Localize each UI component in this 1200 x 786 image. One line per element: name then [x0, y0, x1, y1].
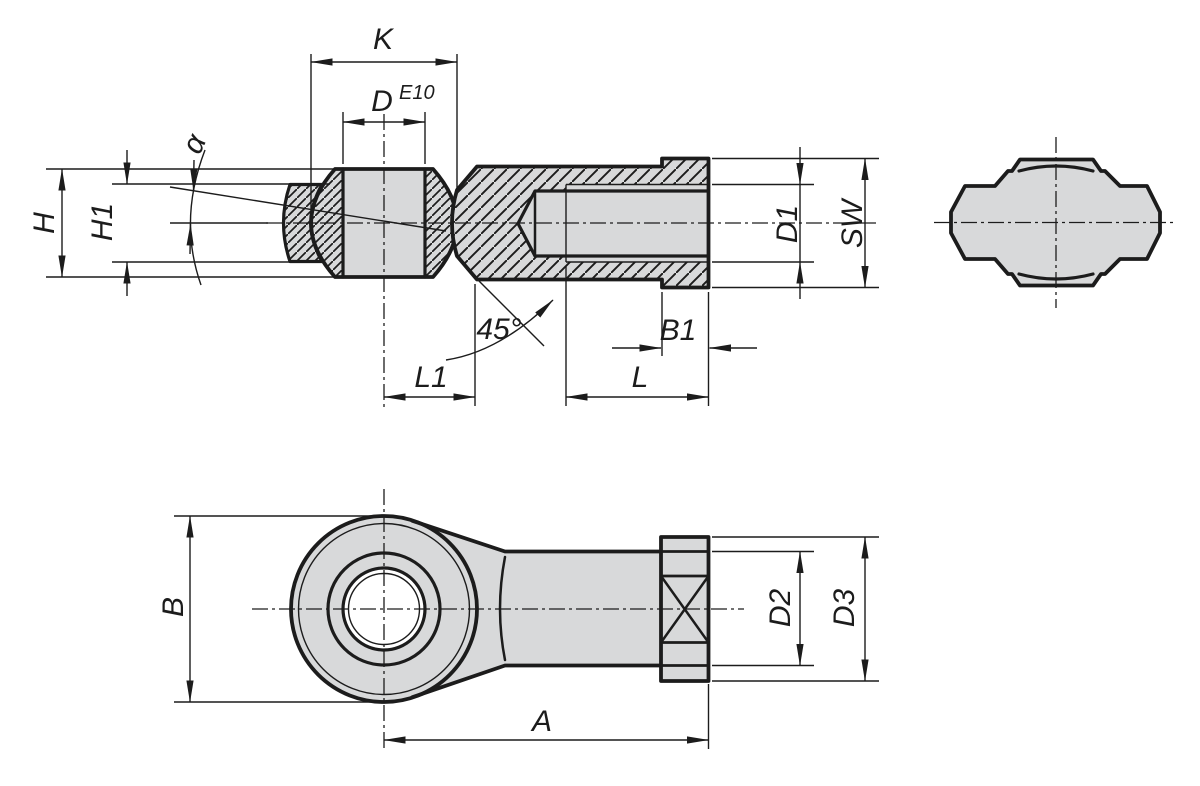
dim-B1: B1 — [612, 292, 757, 356]
chamfer-arc — [445, 299, 554, 361]
housing-body — [450, 156, 711, 290]
dim-B1-label: B1 — [660, 314, 697, 347]
dim-H1-label: H1 — [86, 203, 119, 241]
dim-D3: D3 — [712, 536, 879, 682]
dim-D-E10: D E10 — [342, 82, 435, 164]
dim-K: K — [310, 23, 458, 210]
dim-D-tolerance-label: E10 — [399, 82, 435, 104]
dim-A: A — [383, 684, 710, 749]
dim-D2-label: D2 — [764, 589, 797, 628]
dim-D1-label: D1 — [771, 205, 804, 243]
front-view: B D2 D3 A — [157, 489, 879, 751]
side-view — [934, 137, 1177, 308]
dim-L1: L1 — [383, 284, 476, 406]
dim-D-label: D — [371, 85, 393, 118]
dim-D2: D2 — [712, 550, 814, 667]
dim-D1: D1 — [712, 147, 814, 299]
dim-L: L — [565, 266, 710, 406]
dim-B-label: B — [157, 597, 190, 617]
dim-B: B — [157, 515, 392, 703]
dim-L1-label: L1 — [414, 361, 447, 394]
dim-45deg-label: 45° — [476, 313, 521, 346]
housing-silhouette — [949, 157, 1162, 288]
dim-L-label: L — [632, 361, 649, 394]
dim-D3-label: D3 — [828, 589, 861, 628]
section-view: K D E10 H H1 α — [28, 23, 879, 408]
dim-45deg: 45° — [445, 280, 554, 361]
dim-H1: H1 — [86, 150, 330, 296]
alpha-arc — [189, 149, 206, 286]
dim-H-label: H — [28, 212, 61, 234]
dim-SW: SW — [712, 157, 879, 289]
dim-alpha-label: α — [176, 128, 214, 158]
dim-SW-label: SW — [836, 197, 869, 248]
chamfer-extension-line — [478, 280, 545, 347]
dim-K-label: K — [373, 23, 395, 56]
dim-A-label: A — [530, 705, 552, 738]
tilt-reference-line — [169, 186, 447, 232]
